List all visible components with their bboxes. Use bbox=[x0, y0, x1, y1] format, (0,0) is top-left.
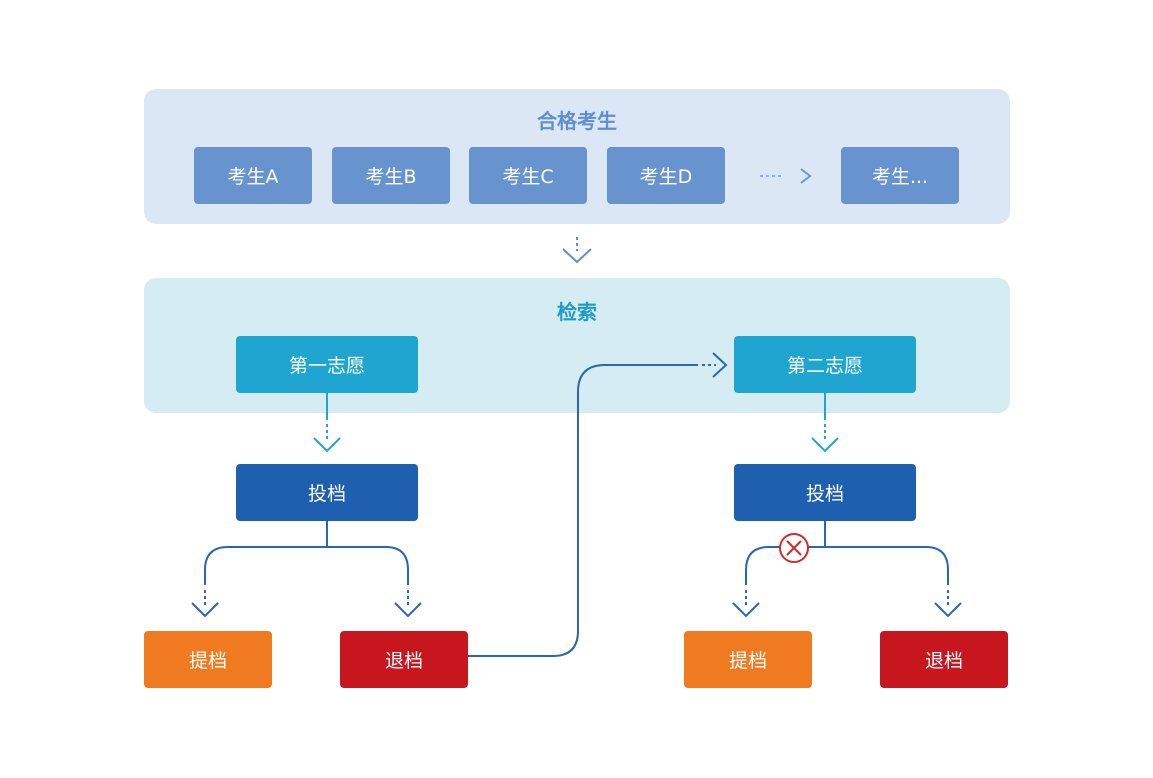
reject-box-second: 退档 bbox=[880, 631, 1008, 688]
second-choice-box: 第二志愿 bbox=[734, 336, 916, 393]
search-title: 检索 bbox=[557, 300, 597, 324]
candidate-b: 考生B bbox=[332, 147, 450, 204]
accept-box-second: 提档 bbox=[684, 631, 812, 688]
cast-file-box-second: 投档 bbox=[734, 464, 916, 521]
reject-to-second-choice-connector bbox=[468, 352, 728, 657]
down-arrow-icon bbox=[562, 237, 592, 264]
accept-box-first: 提档 bbox=[144, 631, 272, 688]
second-cast-branch bbox=[732, 521, 962, 618]
ellipsis-connector bbox=[760, 168, 812, 184]
first-choice-to-cast-arrow bbox=[313, 393, 341, 453]
candidate-d: 考生D bbox=[607, 147, 725, 204]
candidate-a: 考生A bbox=[194, 147, 312, 204]
candidate-c: 考生C bbox=[469, 147, 587, 204]
first-choice-box: 第一志愿 bbox=[236, 336, 418, 393]
second-choice-to-cast-arrow bbox=[811, 393, 839, 453]
reject-box-first: 退档 bbox=[340, 631, 468, 688]
blocked-x-icon bbox=[779, 533, 809, 563]
candidate-more: 考生... bbox=[841, 147, 959, 204]
cast-file-box-first: 投档 bbox=[236, 464, 418, 521]
qualified-candidates-title: 合格考生 bbox=[537, 109, 617, 133]
first-cast-branch bbox=[191, 521, 422, 618]
